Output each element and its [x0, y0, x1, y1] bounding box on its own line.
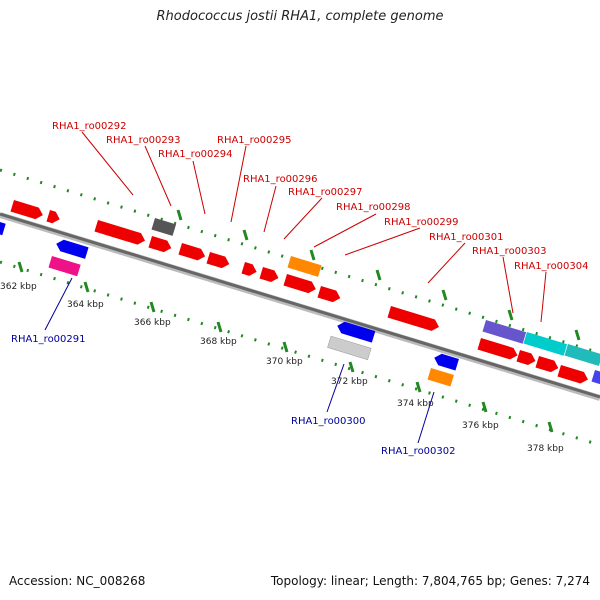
map-title: Rhodococcus jostii RHA1, complete genome	[156, 9, 444, 24]
gene-forward[interactable]	[477, 338, 519, 361]
genome-backbone	[0, 212, 600, 399]
accession-text: Accession: NC_008268	[9, 574, 146, 588]
gene-label[interactable]: RHA1_ro00298	[336, 202, 411, 213]
gene-label[interactable]: RHA1_ro00302	[381, 446, 456, 457]
gene-label[interactable]: RHA1_ro00299	[384, 217, 459, 228]
gene-forward[interactable]	[283, 274, 317, 295]
gene-forward[interactable]	[206, 252, 231, 270]
gene-label[interactable]: RHA1_ro00300	[291, 416, 366, 427]
upper-major-ticks	[176, 209, 581, 341]
gene-forward[interactable]	[516, 350, 537, 367]
gene-forward[interactable]	[46, 210, 61, 225]
gene-forward[interactable]	[591, 370, 600, 385]
gene-forward[interactable]	[259, 267, 280, 284]
tick-label: 374 kbp	[397, 399, 434, 409]
gene-label[interactable]: RHA1_ro00295	[217, 135, 292, 146]
gene-reverse[interactable]	[0, 220, 6, 236]
gene-label[interactable]: RHA1_ro00301	[429, 232, 504, 243]
gene-label[interactable]: RHA1_ro00294	[158, 149, 233, 160]
gene-forward[interactable]	[523, 332, 568, 356]
gene-forward[interactable]	[317, 286, 342, 304]
top-callouts	[81, 131, 547, 323]
gene-reverse[interactable]	[432, 352, 459, 371]
tick-label: 378 kbp	[527, 444, 564, 454]
gene-forward[interactable]	[178, 243, 206, 262]
gene-label[interactable]: RHA1_ro00304	[514, 261, 589, 272]
gene-forward[interactable]	[94, 220, 146, 246]
gene-label[interactable]: RHA1_ro00291	[11, 334, 86, 345]
tick-label: 364 kbp	[67, 300, 104, 310]
gene-forward[interactable]	[482, 320, 527, 344]
tick-label: 370 kbp	[266, 357, 303, 367]
gene-forward[interactable]	[10, 200, 44, 221]
forward-genes	[10, 200, 600, 385]
tick-label: 376 kbp	[462, 421, 499, 431]
gene-reverse[interactable]	[327, 335, 372, 361]
gene-forward[interactable]	[148, 236, 173, 254]
gene-label[interactable]: RHA1_ro00303	[472, 246, 547, 257]
bottom-gene-labels: RHA1_ro00291 RHA1_ro00300 RHA1_ro00302	[11, 334, 456, 457]
gene-label[interactable]: RHA1_ro00293	[106, 135, 181, 146]
gene-reverse[interactable]	[54, 238, 89, 259]
axis-tick-labels: 362 kbp 364 kbp 366 kbp 368 kbp 370 kbp …	[0, 282, 564, 454]
lower-major-ticks	[17, 261, 554, 433]
bottom-callouts	[44, 277, 435, 444]
gene-forward[interactable]	[387, 306, 440, 333]
gene-forward[interactable]	[535, 356, 560, 374]
genome-summary-text: Topology: linear; Length: 7,804,765 bp; …	[270, 574, 590, 588]
tick-label: 362 kbp	[0, 282, 37, 292]
gene-label[interactable]: RHA1_ro00297	[288, 187, 363, 198]
gene-reverse[interactable]	[48, 256, 81, 277]
gene-forward[interactable]	[564, 344, 600, 367]
gene-forward[interactable]	[151, 218, 177, 236]
gene-reverse[interactable]	[335, 320, 376, 343]
gene-label[interactable]: RHA1_ro00292	[52, 121, 127, 132]
gene-forward[interactable]	[241, 262, 258, 278]
tick-label: 366 kbp	[134, 318, 171, 328]
gene-forward[interactable]	[287, 256, 322, 277]
tick-label: 368 kbp	[200, 337, 237, 347]
gene-forward[interactable]	[557, 365, 589, 385]
gene-reverse[interactable]	[427, 368, 454, 387]
gene-label[interactable]: RHA1_ro00296	[243, 174, 318, 185]
reverse-genes	[0, 220, 459, 387]
top-gene-labels: RHA1_ro00292 RHA1_ro00293 RHA1_ro00294 R…	[52, 121, 589, 272]
tick-label: 372 kbp	[331, 377, 368, 387]
